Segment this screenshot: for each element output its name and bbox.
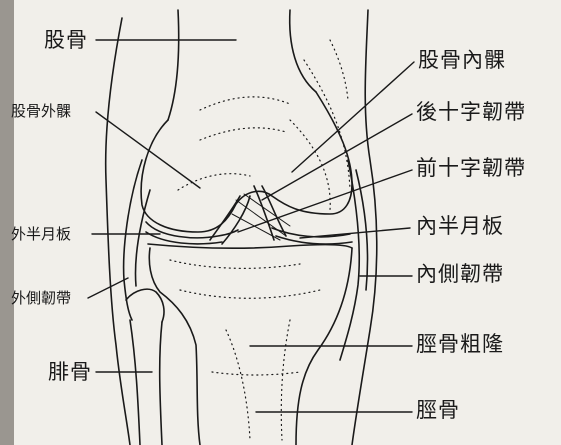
label-medial-condyle: 股骨內髁: [418, 50, 506, 71]
femoral-condyle-outline: [141, 92, 352, 232]
tibia-plateau: [148, 244, 352, 248]
leader-lateral-collateral: [88, 278, 128, 298]
tibia-left: [149, 248, 200, 445]
label-tibial-tuberosity: 脛骨粗隆: [416, 334, 504, 355]
fibula-head: [126, 289, 164, 322]
label-lateral-meniscus: 外半月板: [11, 227, 71, 242]
leader-medial-condyle: [292, 62, 414, 172]
leader-lateral-condyle: [96, 112, 200, 188]
label-fibula: 腓骨: [48, 362, 92, 383]
label-tibia: 脛骨: [416, 400, 460, 421]
lateral-collateral-band: [124, 160, 142, 320]
fibula-shaft: [160, 322, 162, 445]
anterior-cruciate: [210, 196, 240, 240]
label-anterior-cruciate: 前十字韌帶: [416, 158, 526, 179]
label-medial-collateral: 內側韌帶: [416, 264, 504, 285]
outer-contour-right: [352, 10, 377, 445]
leader-anterior-cruciate: [238, 170, 412, 232]
label-posterior-cruciate: 後十字韌帶: [416, 102, 526, 123]
label-lateral-condyle: 股骨外髁: [11, 104, 71, 119]
femur-shaft-left: [168, 10, 179, 120]
leader-medial-meniscus: [300, 228, 410, 238]
label-femur: 股骨: [44, 30, 88, 51]
leader-posterior-cruciate: [262, 114, 412, 200]
femur-shaft-right: [290, 10, 316, 92]
label-medial-meniscus: 內半月板: [416, 216, 504, 237]
label-lateral-collateral: 外側韌帶: [11, 291, 71, 306]
scan-edge: [0, 0, 14, 445]
